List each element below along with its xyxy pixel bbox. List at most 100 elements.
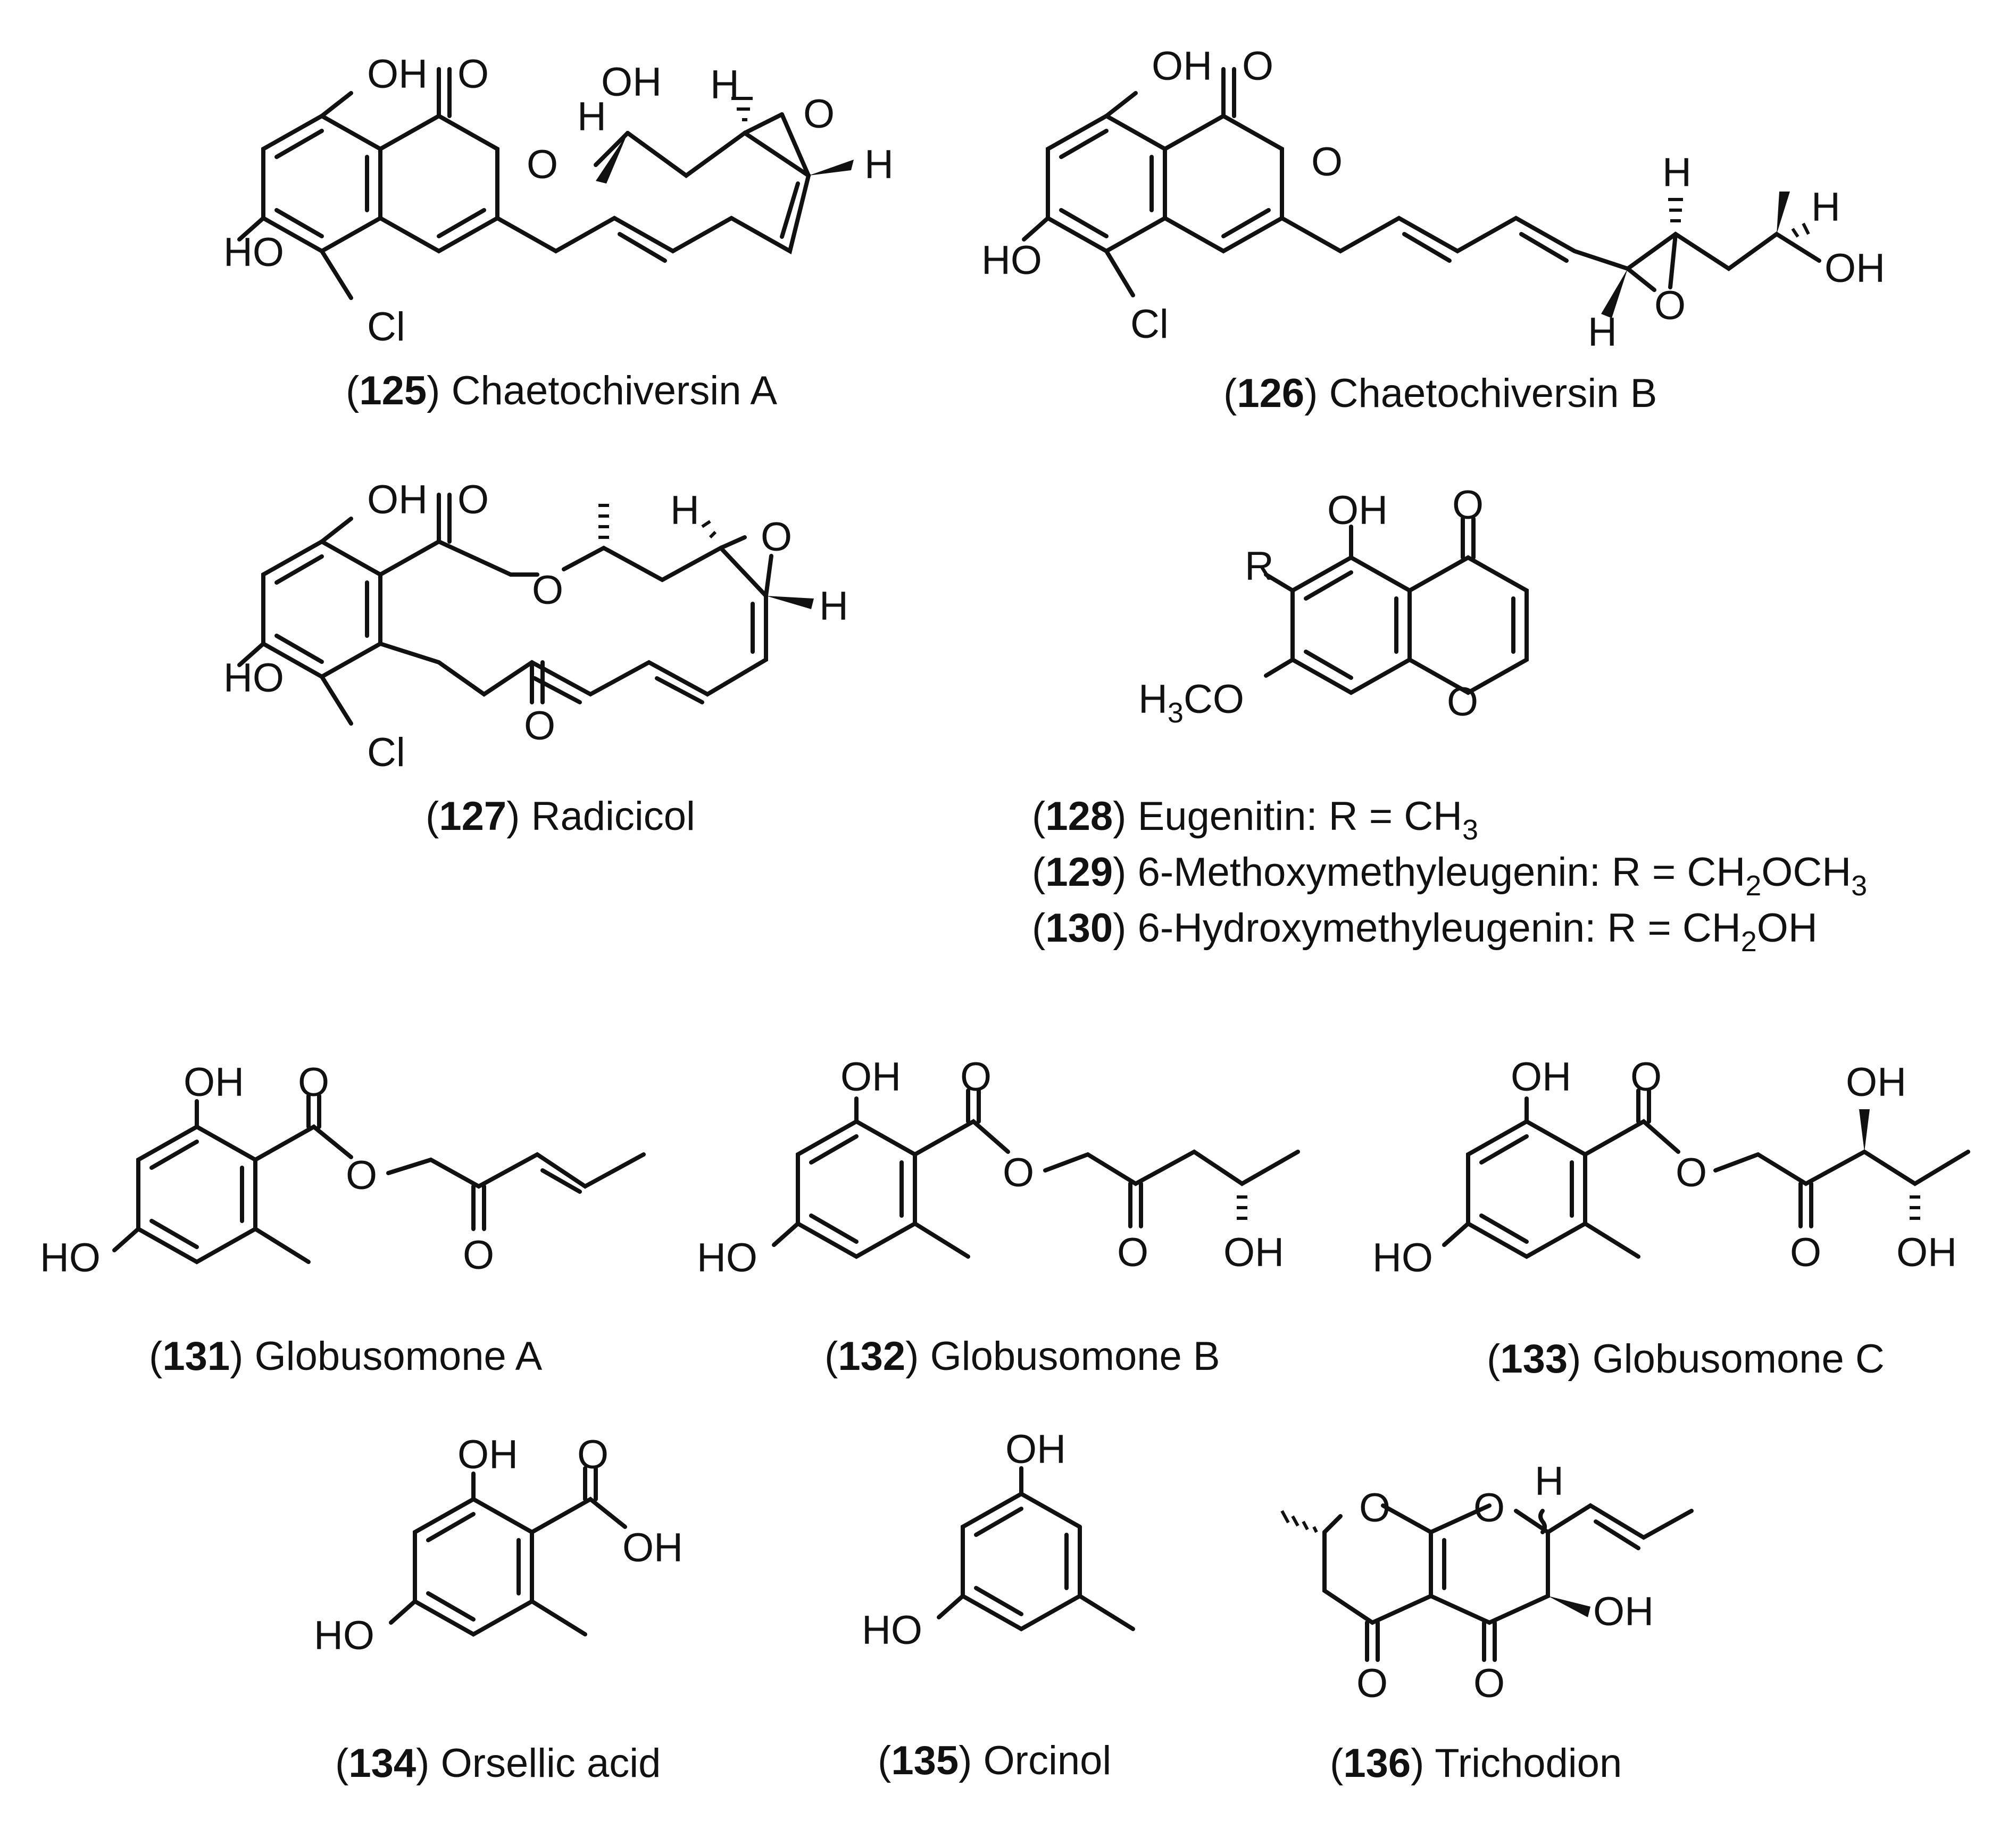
atom-h: H xyxy=(1811,185,1840,230)
compound-name: Globusomone A xyxy=(255,1334,543,1379)
subscript: 3 xyxy=(1168,697,1184,729)
caption-128: (128) Eugenitin: R = CH3 xyxy=(1032,794,1478,846)
atom-o: O xyxy=(1003,1150,1034,1195)
compound-name: Eugenitin: R = CH xyxy=(1138,794,1462,839)
compound-name: Globusomone B xyxy=(930,1334,1220,1379)
atom-o: O xyxy=(457,477,489,522)
atom-oh: OH xyxy=(1327,488,1388,533)
subscript: 3 xyxy=(1462,814,1478,846)
atom-ho: HO xyxy=(223,230,284,275)
atom-o: O xyxy=(298,1060,329,1105)
caption-132: (132) Globusomone B xyxy=(824,1334,1220,1379)
atom-oh: OH xyxy=(1896,1230,1957,1275)
atom-h: H xyxy=(710,62,739,107)
atom-o: O xyxy=(1242,44,1273,89)
caption-127: (127) Radicicol xyxy=(426,794,695,839)
structure-127: OH O O HO Cl O H O H xyxy=(223,477,848,775)
atom-ho: HO xyxy=(223,655,284,701)
structure-132: OH O O O OH HO xyxy=(697,1054,1300,1281)
atom-h: H xyxy=(819,584,848,629)
compound-name: Trichodion xyxy=(1435,1741,1622,1786)
compound-name: Globusomone C xyxy=(1593,1336,1885,1382)
compound-name: 6-Methoxymethyleugenin: R = CH xyxy=(1138,850,1746,895)
compound-name: Radicicol xyxy=(531,794,695,839)
atom-oh: OH xyxy=(1593,1589,1654,1634)
compound-number: 134 xyxy=(348,1741,416,1786)
atom-o: O xyxy=(761,514,792,560)
caption-131: (131) Globusomone A xyxy=(149,1334,543,1379)
caption-136: (136) Trichodion xyxy=(1330,1741,1622,1786)
atom-o: O xyxy=(803,92,835,137)
atom-o: O xyxy=(1447,679,1478,725)
atom-h: H xyxy=(670,488,699,533)
atom-ho: HO xyxy=(1372,1235,1433,1281)
atom-o: O xyxy=(346,1153,377,1198)
subscript: 2 xyxy=(1745,870,1761,902)
atom-h: H xyxy=(864,142,894,187)
atom-oh: OH xyxy=(457,1432,518,1477)
structure-131: OH O O O HO xyxy=(40,1060,646,1281)
structure-134: OH O OH HO xyxy=(314,1432,683,1658)
atom-o: O xyxy=(457,52,489,97)
compound-number: 128 xyxy=(1045,794,1113,839)
atom-o: O xyxy=(463,1233,494,1278)
caption-129: (129) 6-Methoxymethyleugenin: R = CH2OCH… xyxy=(1032,850,1867,902)
atom-cl: Cl xyxy=(367,730,405,775)
structure-136: O O H OH O O xyxy=(1280,1459,1694,1706)
structure-126: OH O O HO Cl H O H H OH xyxy=(981,44,1885,355)
caption-126: (126) Chaetochiversin B xyxy=(1223,371,1657,416)
atom-o: O xyxy=(577,1432,609,1477)
atom-o: O xyxy=(1473,1485,1505,1531)
atom-o: O xyxy=(1359,1485,1390,1531)
atom-o: O xyxy=(527,142,558,187)
compound-number: 126 xyxy=(1237,371,1304,416)
atom-oh: OH xyxy=(367,477,428,522)
atom-oh: OH xyxy=(1846,1060,1906,1105)
atom-h: H xyxy=(1588,310,1617,355)
structure-125: OH O O HO Cl OH H H O H xyxy=(223,52,894,350)
atom-oh: OH xyxy=(184,1060,244,1105)
structure-135: OH HO xyxy=(862,1427,1135,1653)
atom-o: O xyxy=(1117,1230,1148,1275)
compound-number: 132 xyxy=(838,1334,905,1379)
compound-name: Chaetochiversin A xyxy=(452,368,778,413)
atom-co: CO xyxy=(1184,677,1244,722)
atom-o: O xyxy=(1676,1150,1707,1195)
compound-name: Orcinol xyxy=(984,1738,1112,1783)
atom-h: H xyxy=(1535,1459,1564,1504)
atom-o: O xyxy=(1311,139,1343,185)
formula-tail: OCH xyxy=(1761,850,1851,895)
caption-135: (135) Orcinol xyxy=(878,1738,1111,1783)
atom-o: O xyxy=(1452,483,1484,528)
atom-ho: HO xyxy=(40,1235,101,1281)
atom-oh: OH xyxy=(840,1054,901,1100)
formula-tail: OH xyxy=(1757,905,1818,951)
atom-h: H xyxy=(1138,677,1168,722)
compound-name: Chaetochiversin B xyxy=(1329,371,1657,416)
compound-number: 135 xyxy=(891,1738,959,1783)
atom-h: H xyxy=(1662,150,1692,195)
subscript: 3 xyxy=(1851,870,1867,902)
compound-name: Orsellic acid xyxy=(441,1741,661,1786)
caption-133: (133) Globusomone C xyxy=(1487,1336,1885,1382)
atom-o: O xyxy=(1473,1661,1505,1706)
structure-133: OH O O O OH OH HO xyxy=(1372,1054,1970,1281)
atom-oh: OH xyxy=(1152,44,1212,89)
atom-o: O xyxy=(1630,1054,1662,1100)
atom-oh: OH xyxy=(367,52,428,97)
caption-130: (130) 6-Hydroxymethyleugenin: R = CH2OH xyxy=(1032,905,1818,958)
atom-ho: HO xyxy=(697,1235,757,1281)
atom-oh: OH xyxy=(601,60,662,105)
atom-h3co: H3CO xyxy=(1138,677,1244,729)
structure-128-130: OH O R O H3CO xyxy=(1138,483,1529,729)
compound-number: 129 xyxy=(1045,850,1113,895)
subscript: 2 xyxy=(1741,926,1757,958)
atom-oh: OH xyxy=(1005,1427,1066,1472)
compound-number: 133 xyxy=(1500,1336,1568,1382)
compound-number: 130 xyxy=(1045,905,1113,951)
atom-oh: OH xyxy=(1223,1230,1284,1275)
compound-number: 125 xyxy=(359,368,427,413)
caption-125: (125) Chaetochiversin A xyxy=(346,368,777,413)
